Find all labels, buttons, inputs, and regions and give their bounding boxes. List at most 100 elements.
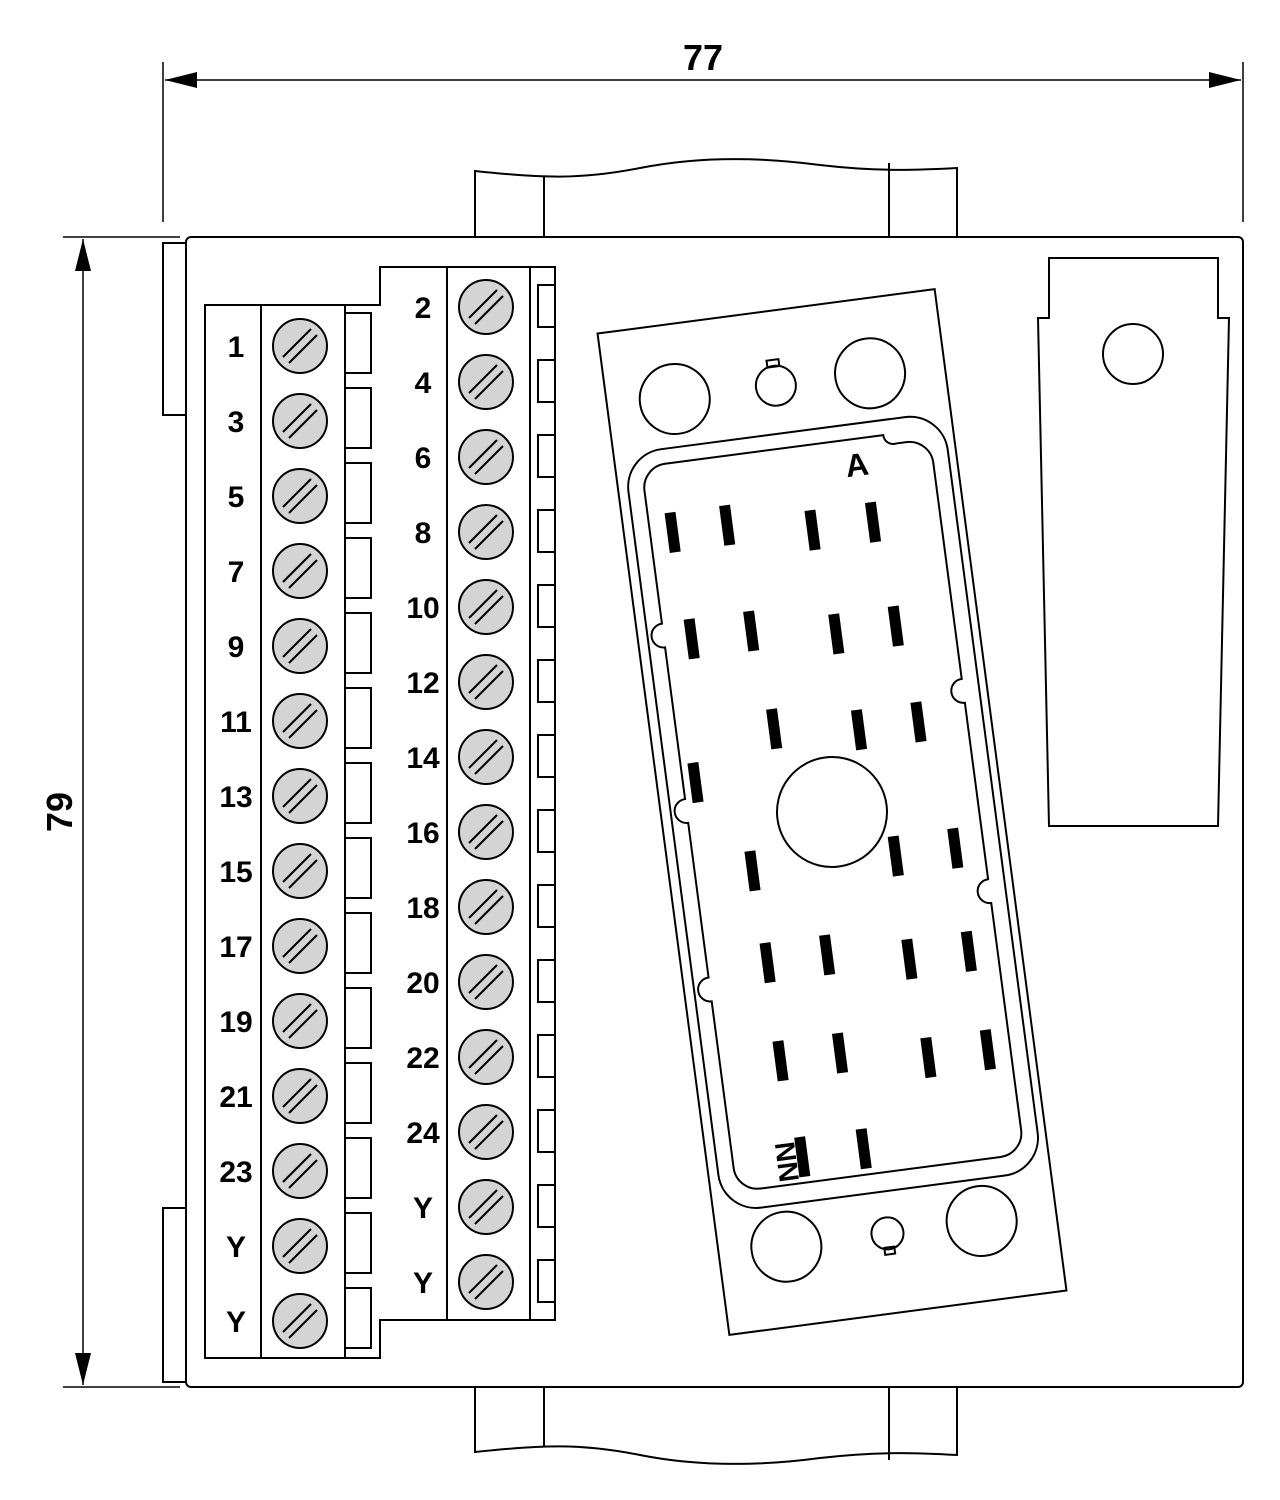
terminal-label: 14	[406, 742, 440, 775]
screw-slot	[474, 1045, 504, 1075]
pin	[743, 610, 760, 652]
terminal-label: 15	[219, 856, 252, 889]
screw-slot	[468, 889, 498, 919]
label-bracket	[1036, 257, 1231, 827]
terminal-label: 2	[415, 292, 432, 325]
pin	[979, 1029, 996, 1071]
release-tab	[537, 284, 556, 328]
screw-icon[interactable]	[272, 318, 328, 374]
height-dimension: 79	[39, 236, 180, 1388]
pin	[664, 511, 681, 553]
screw-slot	[468, 514, 498, 544]
terminal-label: 11	[220, 706, 252, 739]
screw-icon[interactable]	[272, 693, 328, 749]
screw-icon[interactable]	[272, 918, 328, 974]
screw-icon[interactable]	[272, 843, 328, 899]
screw-icon[interactable]	[272, 1068, 328, 1124]
terminal-label: 13	[219, 781, 252, 814]
screw-slot	[468, 739, 498, 769]
height-dimension-label: 79	[39, 792, 80, 832]
release-tab	[344, 1287, 372, 1349]
release-tab	[344, 1137, 372, 1199]
release-tab	[344, 537, 372, 599]
release-tab	[344, 687, 372, 749]
terminal-block-outline	[204, 266, 556, 1359]
terminal-4: 4	[415, 354, 556, 410]
width-dimension: 77	[162, 37, 1244, 222]
screw-icon[interactable]	[458, 1104, 514, 1160]
screw-slot	[282, 1078, 312, 1108]
mount-hole-top-left	[638, 362, 711, 435]
screw-slot	[474, 370, 504, 400]
terminal-21: 21	[219, 1062, 372, 1124]
screw-icon[interactable]	[272, 1218, 328, 1274]
terminal-5: 5	[228, 462, 372, 524]
screw-icon[interactable]	[458, 1179, 514, 1235]
connector-center-boss	[776, 756, 888, 868]
release-tab	[537, 884, 556, 928]
release-tab	[537, 659, 556, 703]
terminal-label: 20	[406, 967, 439, 1000]
screw-slot	[468, 664, 498, 694]
screw-slot	[474, 745, 504, 775]
pin	[772, 1040, 789, 1082]
screw-icon[interactable]	[272, 768, 328, 824]
release-tab	[537, 359, 556, 403]
terminal-Y: Y	[413, 1254, 556, 1310]
terminal-10: 10	[406, 579, 556, 635]
pin	[719, 504, 736, 546]
mount-hole-bottom-left	[750, 1210, 823, 1283]
terminal-Y: Y	[413, 1179, 556, 1235]
terminal-label: 12	[406, 667, 439, 700]
screw-icon[interactable]	[458, 579, 514, 635]
screw-icon[interactable]	[458, 804, 514, 860]
release-tab	[537, 509, 556, 553]
pin	[759, 942, 776, 984]
screw-icon[interactable]	[458, 429, 514, 485]
pin	[687, 762, 704, 804]
screw-slot	[468, 814, 498, 844]
screw-icon[interactable]	[458, 729, 514, 785]
screw-icon[interactable]	[272, 1143, 328, 1199]
terminal-label: 16	[406, 817, 439, 850]
release-tab	[344, 1212, 372, 1274]
screw-icon[interactable]	[458, 1254, 514, 1310]
screw-icon[interactable]	[458, 954, 514, 1010]
screw-slot	[282, 853, 312, 883]
screw-slot	[282, 403, 312, 433]
screw-slot	[468, 364, 498, 394]
screw-icon[interactable]	[272, 543, 328, 599]
screw-icon[interactable]	[272, 393, 328, 449]
terminal-17: 17	[219, 912, 372, 974]
terminal-18: 18	[406, 879, 556, 935]
screw-icon[interactable]	[458, 1029, 514, 1085]
release-tab	[344, 1062, 372, 1124]
screw-icon[interactable]	[272, 1293, 328, 1349]
screw-slot	[288, 1234, 318, 1264]
screw-icon[interactable]	[272, 618, 328, 674]
screw-slot	[474, 445, 504, 475]
terminal-label: 7	[228, 556, 245, 589]
housing	[162, 236, 1244, 1388]
screw-icon[interactable]	[272, 468, 328, 524]
terminal-label: 9	[228, 631, 245, 664]
screw-slot	[282, 553, 312, 583]
screw-icon[interactable]	[458, 279, 514, 335]
screw-icon[interactable]	[458, 654, 514, 710]
screw-slot	[474, 895, 504, 925]
screw-icon[interactable]	[458, 879, 514, 935]
mount-hole-bottom-right	[945, 1184, 1018, 1257]
pin	[804, 509, 821, 551]
terminal-label: Y	[226, 1306, 246, 1339]
screw-icon[interactable]	[458, 354, 514, 410]
pin	[794, 1136, 811, 1178]
terminal-label: Y	[413, 1192, 433, 1225]
terminal-19: 19	[219, 987, 372, 1049]
release-tab	[344, 912, 372, 974]
screw-icon[interactable]	[458, 504, 514, 560]
screw-slot	[468, 439, 498, 469]
screw-slot	[288, 859, 318, 889]
polarization-notch-bottom	[883, 1245, 897, 1256]
screw-icon[interactable]	[272, 993, 328, 1049]
